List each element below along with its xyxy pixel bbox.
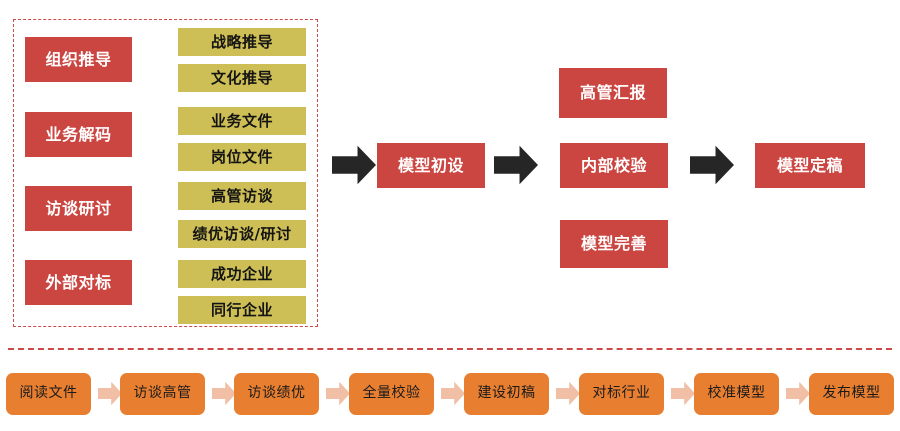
timeline-step-label: 发布模型: [822, 385, 881, 402]
timeline-step-label: 访谈高管: [133, 385, 192, 402]
source-box-strategy[interactable]: 战略推导: [178, 28, 306, 56]
category-label: 访谈研讨: [45, 198, 112, 218]
flow-arrow-3-icon: [690, 145, 734, 185]
flow-stage-exec-report[interactable]: 高管汇报: [559, 68, 667, 118]
timeline-step-read-docs[interactable]: 阅读文件: [6, 373, 91, 415]
timeline-arrow-7-icon: [786, 381, 810, 406]
flow-stage-label: 模型完善: [580, 234, 647, 254]
timeline-arrow-5-icon: [556, 381, 580, 406]
timeline-step-interview-top-performers[interactable]: 访谈绩优: [234, 373, 319, 415]
timeline-step-build-draft[interactable]: 建设初稿: [464, 373, 549, 415]
input-group-frame: [13, 19, 318, 327]
source-box-culture[interactable]: 文化推导: [178, 64, 306, 92]
section-divider: [8, 348, 892, 350]
timeline-step-label: 阅读文件: [19, 385, 78, 402]
category-box-benchmark[interactable]: 外部对标: [25, 260, 132, 305]
timeline-step-benchmark-industry[interactable]: 对标行业: [579, 373, 664, 415]
flow-arrow-1-icon: [332, 145, 376, 185]
category-label: 外部对标: [45, 272, 112, 292]
timeline-arrow-4-icon: [441, 381, 465, 406]
flow-stage-model-refine[interactable]: 模型完善: [560, 220, 668, 268]
source-label: 业务文件: [210, 111, 273, 130]
timeline-arrow-3-icon: [326, 381, 350, 406]
source-label: 同行企业: [210, 300, 273, 319]
category-box-business[interactable]: 业务解码: [25, 112, 132, 157]
source-box-position-doc[interactable]: 岗位文件: [178, 143, 306, 171]
flow-stage-model-final[interactable]: 模型定稿: [755, 143, 865, 188]
source-label: 高管访谈: [210, 186, 273, 205]
source-label: 文化推导: [210, 68, 273, 87]
timeline-step-calibrate-model[interactable]: 校准模型: [694, 373, 779, 415]
timeline-step-label: 校准模型: [707, 385, 766, 402]
source-box-successful-company[interactable]: 成功企业: [178, 260, 306, 288]
source-box-business-doc[interactable]: 业务文件: [178, 107, 306, 135]
timeline-step-label: 全量校验: [362, 385, 421, 402]
category-box-organization[interactable]: 组织推导: [25, 37, 132, 82]
timeline-step-interview-execs[interactable]: 访谈高管: [120, 373, 205, 415]
flow-arrow-2-icon: [494, 145, 538, 185]
flow-stage-internal-validation[interactable]: 内部校验: [560, 143, 668, 188]
timeline-step-label: 访谈绩优: [247, 385, 306, 402]
source-label: 成功企业: [210, 264, 273, 283]
flow-stage-model-draft[interactable]: 模型初设: [377, 143, 485, 188]
source-label: 岗位文件: [210, 147, 273, 166]
timeline-arrow-1-icon: [98, 381, 122, 406]
category-label: 业务解码: [45, 124, 112, 144]
timeline-step-publish-model[interactable]: 发布模型: [809, 373, 894, 415]
source-label: 战略推导: [210, 32, 273, 51]
timeline-arrow-6-icon: [671, 381, 695, 406]
source-box-top-performer-interview[interactable]: 绩优访谈/研讨: [178, 220, 306, 248]
flow-stage-label: 模型初设: [397, 155, 464, 175]
source-box-peer-company[interactable]: 同行企业: [178, 296, 306, 324]
category-box-interview[interactable]: 访谈研讨: [25, 186, 132, 231]
source-box-exec-interview[interactable]: 高管访谈: [178, 182, 306, 210]
timeline-step-label: 对标行业: [592, 385, 651, 402]
timeline-step-label: 建设初稿: [477, 385, 536, 402]
source-label: 绩优访谈/研讨: [192, 224, 292, 243]
category-label: 组织推导: [45, 49, 112, 69]
flow-stage-label: 高管汇报: [579, 83, 646, 103]
flow-stage-label: 内部校验: [580, 155, 647, 175]
flow-stage-label: 模型定稿: [776, 155, 843, 175]
timeline-arrow-2-icon: [212, 381, 236, 406]
timeline-step-full-validation[interactable]: 全量校验: [349, 373, 434, 415]
